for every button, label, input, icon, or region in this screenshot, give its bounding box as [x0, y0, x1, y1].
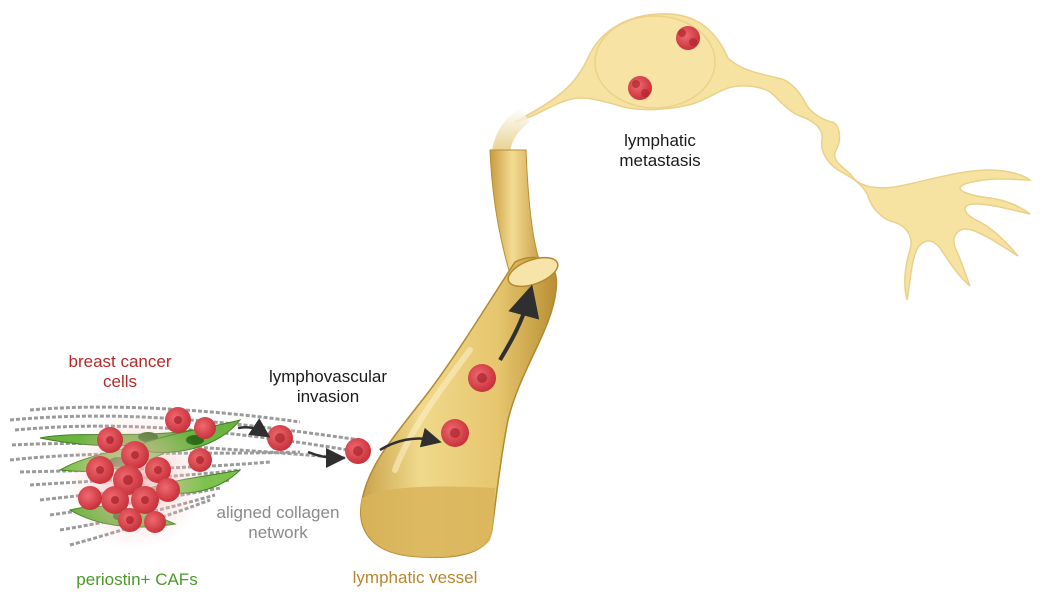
- lymphatic-metastasis-label: lymphatic metastasis: [590, 131, 730, 171]
- lymphatic-vessel-icon: [361, 150, 562, 557]
- metastasis-label-line1: lymphatic: [590, 131, 730, 151]
- lvi-label-line1: lymphovascular: [258, 367, 398, 387]
- tumor-mass-icon: [65, 407, 216, 550]
- lvi-label-line2: invasion: [258, 387, 398, 407]
- lymph-tail-shape: [492, 108, 530, 152]
- lymphatic-vessel-label: lymphatic vessel: [330, 568, 500, 588]
- vessel-label-text: lymphatic vessel: [330, 568, 500, 588]
- breast-cancer-label-line2: cells: [40, 372, 200, 392]
- lymphovascular-invasion-label: lymphovascular invasion: [258, 367, 398, 407]
- breast-cancer-cells-label: breast cancer cells: [40, 352, 200, 392]
- periostin-label-text: periostin+ CAFs: [47, 570, 227, 590]
- collagen-label-line2: network: [198, 523, 358, 543]
- aligned-collagen-network-label: aligned collagen network: [198, 503, 358, 543]
- collagen-label-line1: aligned collagen: [198, 503, 358, 523]
- periostin-cafs-label: periostin+ CAFs: [47, 570, 227, 590]
- metastasis-label-line2: metastasis: [590, 151, 730, 171]
- breast-cancer-label-line1: breast cancer: [40, 352, 200, 372]
